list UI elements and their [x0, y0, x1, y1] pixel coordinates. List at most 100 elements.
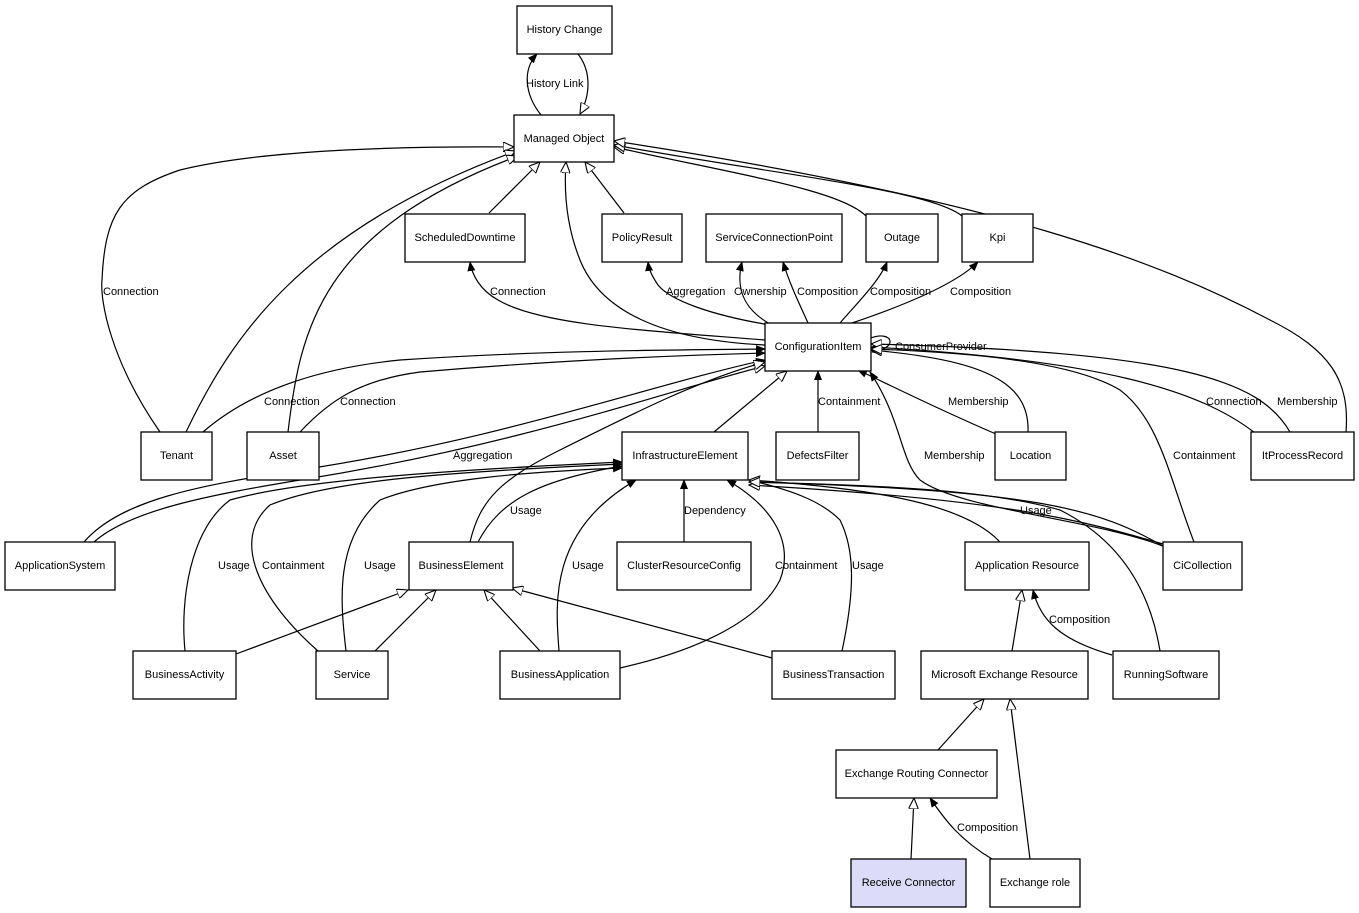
edge-ci-to-sd — [467, 261, 766, 341]
node-label: Microsoft Exchange Resource — [931, 669, 1078, 681]
edge-label-membership-itpr: Membership — [1277, 396, 1338, 408]
node-label: BusinessElement — [419, 560, 504, 572]
node-label: Asset — [269, 450, 297, 462]
node-label: Service — [334, 669, 371, 681]
node-exchange-role[interactable]: Exchange role — [989, 858, 1081, 908]
edge-be-to-ie — [477, 463, 623, 543]
node-label: BusinessTransaction — [783, 669, 885, 681]
edge-pr-to-mo — [585, 162, 625, 214]
edge-label-usage-cicoll: Usage — [1020, 505, 1052, 517]
edge-appsys-to-ci — [83, 358, 766, 543]
node-label: Kpi — [990, 232, 1006, 244]
node-label: ServiceConnectionPoint — [715, 232, 832, 244]
edge-exrole-to-erc — [929, 797, 993, 860]
node-cluster-resource-config[interactable]: ClusterResourceConfig — [616, 541, 752, 591]
edge-itpr-to-ci-conn — [870, 343, 1256, 434]
node-asset[interactable]: Asset — [246, 431, 320, 481]
node-label: ClusterResourceConfig — [627, 560, 741, 572]
edge-ci-to-mo — [565, 162, 766, 346]
edge-service-to-ie-usage — [341, 464, 623, 652]
edge-label-history-link: History Link — [526, 78, 584, 90]
edge-label-aggregation-appsys: Aggregation — [453, 450, 512, 462]
node-kpi[interactable]: Kpi — [961, 213, 1034, 263]
node-location[interactable]: Location — [994, 431, 1067, 481]
edge-asset-to-ci — [299, 349, 766, 433]
edge-labels: History Link Connection Connection Aggre… — [103, 78, 1338, 834]
edge-mer-to-appres — [1011, 590, 1022, 652]
edge-ci-to-scp-own — [735, 261, 771, 325]
edge-service-to-ie-cont — [251, 460, 623, 652]
edge-label-ownership: Ownership — [734, 286, 787, 298]
node-infrastructure-element[interactable]: InfrastructureElement — [621, 431, 749, 481]
edge-label-composition-rs: Composition — [1049, 614, 1110, 626]
node-microsoft-exchange-resource[interactable]: Microsoft Exchange Resource — [920, 650, 1089, 700]
node-policy-result[interactable]: PolicyResult — [601, 213, 683, 263]
edge-label-composition-er: Composition — [957, 822, 1018, 834]
edge-tenant-to-ci — [202, 345, 766, 433]
node-business-activity[interactable]: BusinessActivity — [132, 650, 237, 700]
node-label: ApplicationSystem — [15, 560, 106, 572]
edges — [83, 53, 1348, 860]
node-service[interactable]: Service — [315, 650, 389, 700]
edge-label-containment-defects: Containment — [818, 396, 880, 408]
edge-recv-to-erc — [911, 798, 914, 860]
edge-label-composition-kpi: Composition — [950, 286, 1011, 298]
edge-history-link — [526, 53, 542, 116]
edge-ci-to-outage — [839, 261, 888, 324]
edge-itpr-to-mo — [614, 141, 1348, 433]
node-exchange-routing-connector[interactable]: Exchange Routing Connector — [835, 749, 998, 799]
edge-bapp-to-ie-usage — [556, 479, 637, 652]
edge-bt-to-ie — [748, 478, 853, 652]
edge-cicoll-to-ci-memb — [869, 371, 1166, 548]
node-label: InfrastructureElement — [632, 450, 737, 462]
node-business-element[interactable]: BusinessElement — [408, 541, 514, 591]
edge-outage-to-mo — [614, 147, 867, 217]
edge-ci-to-scp-comp — [781, 261, 809, 324]
node-label: Tenant — [160, 450, 193, 462]
node-it-process-record[interactable]: ItProcessRecord — [1250, 431, 1355, 481]
node-label: ScheduledDowntime — [415, 232, 516, 244]
edge-label-usage-ba: Usage — [218, 560, 250, 572]
node-label: ConfigurationItem — [775, 341, 862, 353]
edge-bapp-to-be — [484, 590, 541, 652]
node-ci-collection[interactable]: CiCollection — [1162, 541, 1243, 591]
edge-asset-to-mo — [287, 156, 518, 433]
edge-label-composition-outage: Composition — [870, 286, 931, 298]
edge-rs-to-appres — [1031, 589, 1113, 656]
node-label: DefectsFilter — [787, 450, 849, 462]
node-history-change[interactable]: History Change — [516, 5, 613, 55]
edge-label-membership-location: Membership — [948, 396, 1009, 408]
edge-history-change-to-mo — [577, 53, 588, 114]
node-application-resource[interactable]: Application Resource — [964, 541, 1090, 591]
edge-appres-to-ie — [749, 480, 1001, 543]
node-business-application[interactable]: BusinessApplication — [499, 650, 621, 700]
node-label: Exchange Routing Connector — [845, 768, 989, 780]
node-configuration-item[interactable]: ConfigurationItem — [764, 322, 872, 372]
edge-label-connection-tenant: Connection — [264, 396, 320, 408]
node-label: ItProcessRecord — [1262, 450, 1343, 462]
node-receive-connector[interactable]: Receive Connector — [850, 858, 967, 908]
edge-appsys-to-ci-2 — [93, 366, 765, 543]
node-tenant[interactable]: Tenant — [140, 431, 213, 481]
node-service-connection-point[interactable]: ServiceConnectionPoint — [705, 213, 843, 263]
edge-erc-to-mer — [937, 699, 984, 751]
edge-location-to-ci-2 — [871, 350, 1029, 433]
node-application-system[interactable]: ApplicationSystem — [4, 541, 116, 591]
edge-bt-to-be — [512, 588, 773, 659]
node-managed-object[interactable]: Managed Object — [513, 114, 615, 163]
node-outage[interactable]: Outage — [865, 213, 939, 263]
edge-ci-to-pr — [645, 261, 771, 326]
node-running-software[interactable]: RunningSoftware — [1112, 650, 1220, 700]
edge-label-containment-service: Containment — [262, 560, 324, 572]
node-defects-filter[interactable]: DefectsFilter — [775, 431, 860, 481]
node-scheduled-downtime[interactable]: ScheduledDowntime — [404, 213, 526, 263]
node-business-transaction[interactable]: BusinessTransaction — [771, 650, 896, 700]
edge-bapp-to-ie-cont — [619, 479, 785, 669]
edge-be-to-ci — [469, 362, 765, 543]
edge-ie-to-ci — [713, 371, 787, 433]
node-label: Receive Connector — [862, 877, 956, 889]
edge-label-usage-bapp: Usage — [572, 560, 604, 572]
node-label: Outage — [884, 232, 920, 244]
edge-tenant-to-mo-2 — [185, 151, 516, 433]
